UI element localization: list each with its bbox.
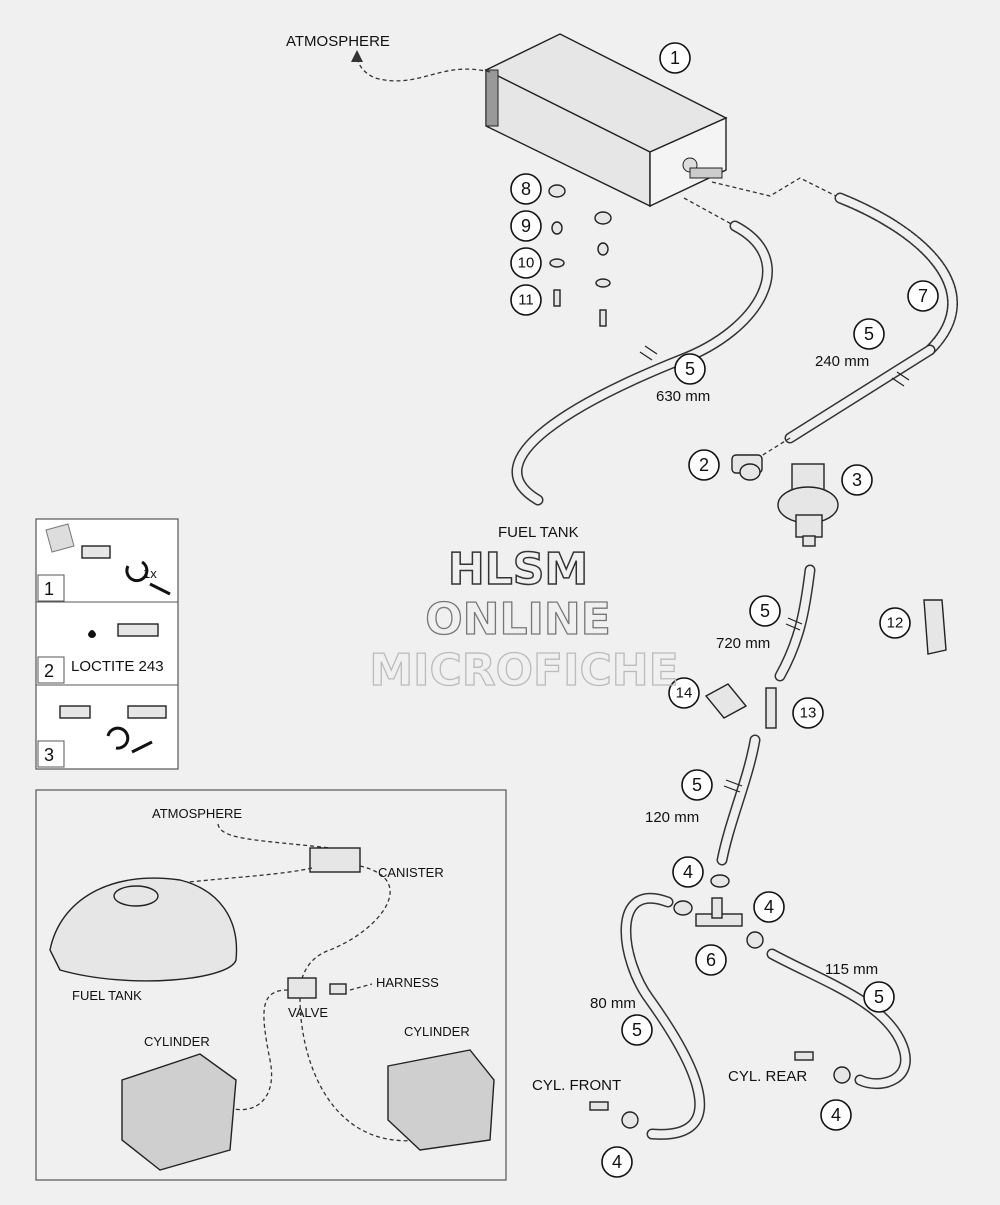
- watermark-line-1: HLSM: [448, 544, 588, 595]
- svg-text:13: 13: [800, 705, 817, 722]
- callout-2: 2: [688, 449, 720, 481]
- inset-atmosphere-label: ATMOSPHERE: [152, 806, 242, 821]
- canister-to-tank-dash: [683, 197, 736, 227]
- svg-text:7: 7: [918, 286, 928, 306]
- svg-text:4: 4: [831, 1105, 841, 1125]
- callout-13: 13: [792, 697, 824, 729]
- watermark-line-3: MICROFICHE: [369, 645, 678, 696]
- callout-5-240: 5: [853, 318, 885, 350]
- length-120-label: 120 mm: [645, 809, 699, 826]
- callout-11: 11: [510, 284, 542, 316]
- length-240-label: 240 mm: [815, 353, 869, 370]
- callout-5-120: 5: [681, 769, 713, 801]
- callout-4-right: 4: [753, 891, 785, 923]
- callout-5-630: 5: [674, 353, 706, 385]
- step-2-note: LOCTITE 243: [71, 658, 164, 675]
- assembly-instructions: 1 2 3 1x LOCTITE 243: [35, 518, 179, 770]
- t-piece-part-6: [695, 897, 743, 927]
- inset-cylinder-left-label: CYLINDER: [144, 1034, 210, 1049]
- inset-cylinder-right-label: CYLINDER: [404, 1024, 470, 1039]
- atmosphere-arrow: [351, 50, 363, 62]
- svg-text:4: 4: [764, 897, 774, 917]
- connector-part-2: [731, 454, 763, 481]
- svg-text:5: 5: [632, 1020, 642, 1040]
- callout-10: 10: [510, 247, 542, 279]
- svg-text:12: 12: [887, 615, 904, 632]
- cyl-rear-label: CYL. REAR: [728, 1068, 807, 1085]
- callout-7: 7: [907, 280, 939, 312]
- callout-5-115: 5: [863, 981, 895, 1013]
- rear-nipple: [794, 1051, 814, 1061]
- svg-text:9: 9: [521, 216, 531, 236]
- fuel-tank-label: FUEL TANK: [498, 524, 579, 541]
- canister-to-valve-dash: [711, 177, 841, 199]
- length-630-label: 630 mm: [656, 388, 710, 405]
- svg-text:11: 11: [518, 292, 534, 309]
- callout-5-80: 5: [621, 1014, 653, 1046]
- callout-5-720: 5: [749, 595, 781, 627]
- atmosphere-label: ATMOSPHERE: [286, 33, 390, 50]
- svg-text:3: 3: [852, 470, 862, 490]
- length-720-label: 720 mm: [716, 635, 770, 652]
- svg-text:1: 1: [670, 48, 680, 68]
- callout-8: 8: [510, 173, 542, 205]
- length-80-label: 80 mm: [590, 995, 636, 1012]
- callout-6: 6: [695, 944, 727, 976]
- callout-9: 9: [510, 210, 542, 242]
- svg-text:2: 2: [699, 455, 709, 475]
- svg-text:5: 5: [864, 324, 874, 344]
- svg-text:10: 10: [518, 255, 535, 272]
- svg-text:5: 5: [874, 987, 884, 1007]
- callout-1: 1: [659, 42, 691, 74]
- step-1-number: 1: [44, 579, 54, 599]
- inset-canister: [309, 847, 361, 873]
- inset-valve-label: VALVE: [288, 1005, 328, 1020]
- watermark-line-2: ONLINE: [425, 594, 611, 645]
- grommets-and-bolts: [548, 184, 612, 327]
- step-3-number: 3: [44, 745, 54, 765]
- inset-canister-label: CANISTER: [378, 865, 444, 880]
- step-2-number: 2: [44, 661, 54, 681]
- svg-text:5: 5: [692, 775, 702, 795]
- cyl-front-label: CYL. FRONT: [532, 1077, 621, 1094]
- atmosphere-vent-line: [356, 55, 491, 82]
- hose-clamps: [621, 874, 851, 1129]
- front-nipple: [589, 1101, 609, 1111]
- callout-4-rear: 4: [820, 1099, 852, 1131]
- inset-valve: [287, 977, 317, 999]
- inset-schematic: ATMOSPHERE CANISTER FUEL TANK VALVE HARN…: [35, 789, 507, 1181]
- canister-part-1: [484, 33, 728, 208]
- inset-harness-label: HARNESS: [376, 975, 439, 990]
- clip-part-14: [704, 683, 748, 719]
- svg-text:5: 5: [760, 601, 770, 621]
- hose-connector-part-13: [765, 687, 777, 729]
- svg-text:5: 5: [685, 359, 695, 379]
- svg-text:8: 8: [521, 179, 531, 199]
- callout-12: 12: [879, 607, 911, 639]
- svg-text:4: 4: [683, 862, 693, 882]
- callout-4-front: 4: [601, 1146, 633, 1178]
- purge-valve-part-3: [777, 463, 839, 547]
- strap-part-12: [923, 599, 947, 655]
- svg-text:6: 6: [706, 950, 716, 970]
- callout-14: 14: [668, 677, 700, 709]
- callout-3: 3: [841, 464, 873, 496]
- inset-fuel-tank-label: FUEL TANK: [72, 988, 142, 1003]
- callout-4-top: 4: [672, 856, 704, 888]
- svg-text:14: 14: [676, 685, 693, 702]
- svg-text:4: 4: [612, 1152, 622, 1172]
- length-115-label: 115 mm: [825, 961, 878, 978]
